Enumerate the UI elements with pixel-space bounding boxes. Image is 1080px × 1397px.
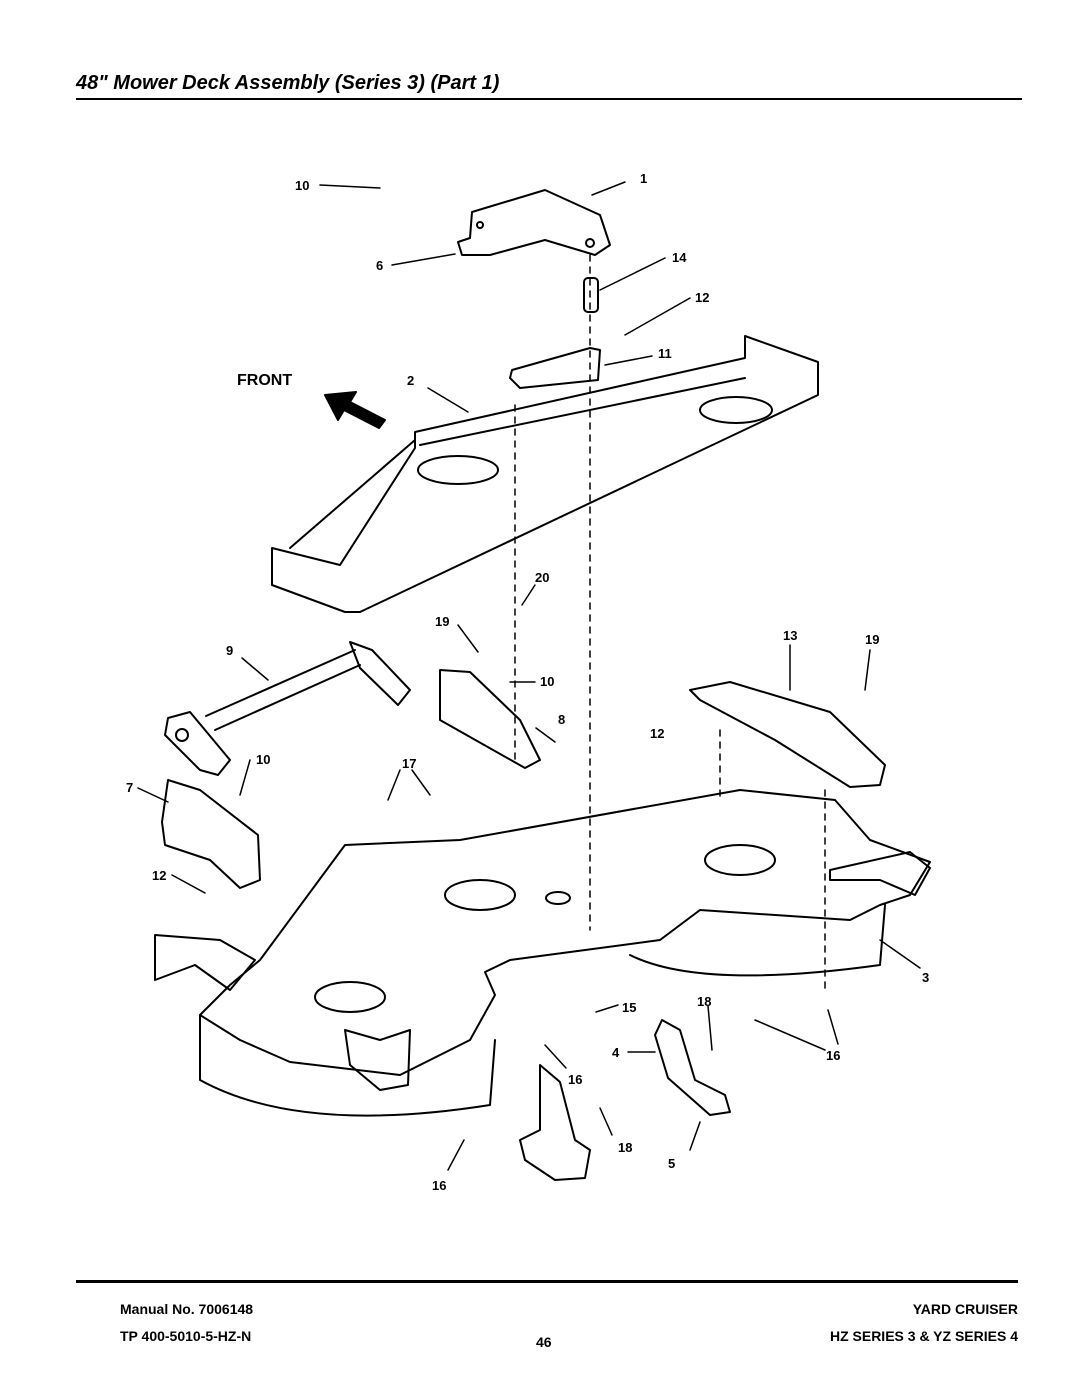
- left-bracket-part: [161, 779, 261, 889]
- mower-deck-part: [154, 789, 931, 1117]
- callout-label: 7: [126, 780, 133, 795]
- lower-bracket-right-part: [654, 1019, 731, 1116]
- rear-bracket-part: [689, 681, 886, 788]
- brand-name: YARD CRUISER: [912, 1301, 1018, 1317]
- callout-label: 1: [640, 171, 647, 186]
- footer-divider: [76, 1280, 1018, 1283]
- callout-label: 5: [668, 1156, 675, 1171]
- callout-label: 17: [402, 756, 416, 771]
- callout-label: 10: [540, 674, 554, 689]
- lower-bracket-left-part: [519, 1064, 591, 1181]
- callout-label: 18: [697, 994, 711, 1009]
- title-divider: [76, 98, 1022, 100]
- callout-label: 16: [432, 1178, 446, 1193]
- leader-lines: [137, 181, 921, 1171]
- callout-label: 16: [568, 1072, 582, 1087]
- callout-label: 12: [695, 290, 709, 305]
- front-arrow-icon: [324, 391, 386, 429]
- tp-number: TP 400-5010-5-HZ-N: [120, 1328, 252, 1344]
- callout-label: 2: [407, 373, 414, 388]
- front-label: FRONT: [237, 372, 292, 389]
- callout-label: 12: [152, 868, 166, 883]
- callout-label: 13: [783, 628, 797, 643]
- callout-label: 19: [435, 614, 449, 629]
- callout-label: 10: [295, 178, 309, 193]
- callout-label: 14: [672, 250, 687, 265]
- callout-label: 18: [618, 1140, 632, 1155]
- callout-label: 3: [922, 970, 929, 985]
- callout-label: 11: [658, 346, 672, 361]
- callout-label: 19: [865, 632, 879, 647]
- spacer-part: [583, 277, 599, 313]
- callout-label: 16: [826, 1048, 840, 1063]
- callout-label: 8: [558, 712, 565, 727]
- series-name: HZ SERIES 3 & YZ SERIES 4: [829, 1328, 1018, 1344]
- page-title: 48" Mower Deck Assembly (Series 3) (Part…: [76, 72, 500, 94]
- axle-part: [164, 641, 411, 776]
- mount-bracket-part: [457, 189, 611, 256]
- callout-label: 9: [226, 643, 233, 658]
- callout-label: 10: [256, 752, 270, 767]
- page-number: 46: [536, 1334, 552, 1350]
- deck-frame-part: [271, 335, 819, 613]
- pivot-arm-part: [509, 347, 601, 389]
- callout-label: 12: [650, 726, 664, 741]
- callout-label: 20: [535, 570, 549, 585]
- manual-number: Manual No. 7006148: [120, 1301, 254, 1317]
- callout-numbers: 10 1 6 14 12 11 2 20 19 13 19 9 10 8 12 …: [126, 171, 929, 1193]
- right-bracket-part: [439, 669, 541, 769]
- callout-label: 6: [376, 258, 383, 273]
- callout-label: 15: [622, 1000, 636, 1015]
- callout-label: 4: [612, 1045, 620, 1060]
